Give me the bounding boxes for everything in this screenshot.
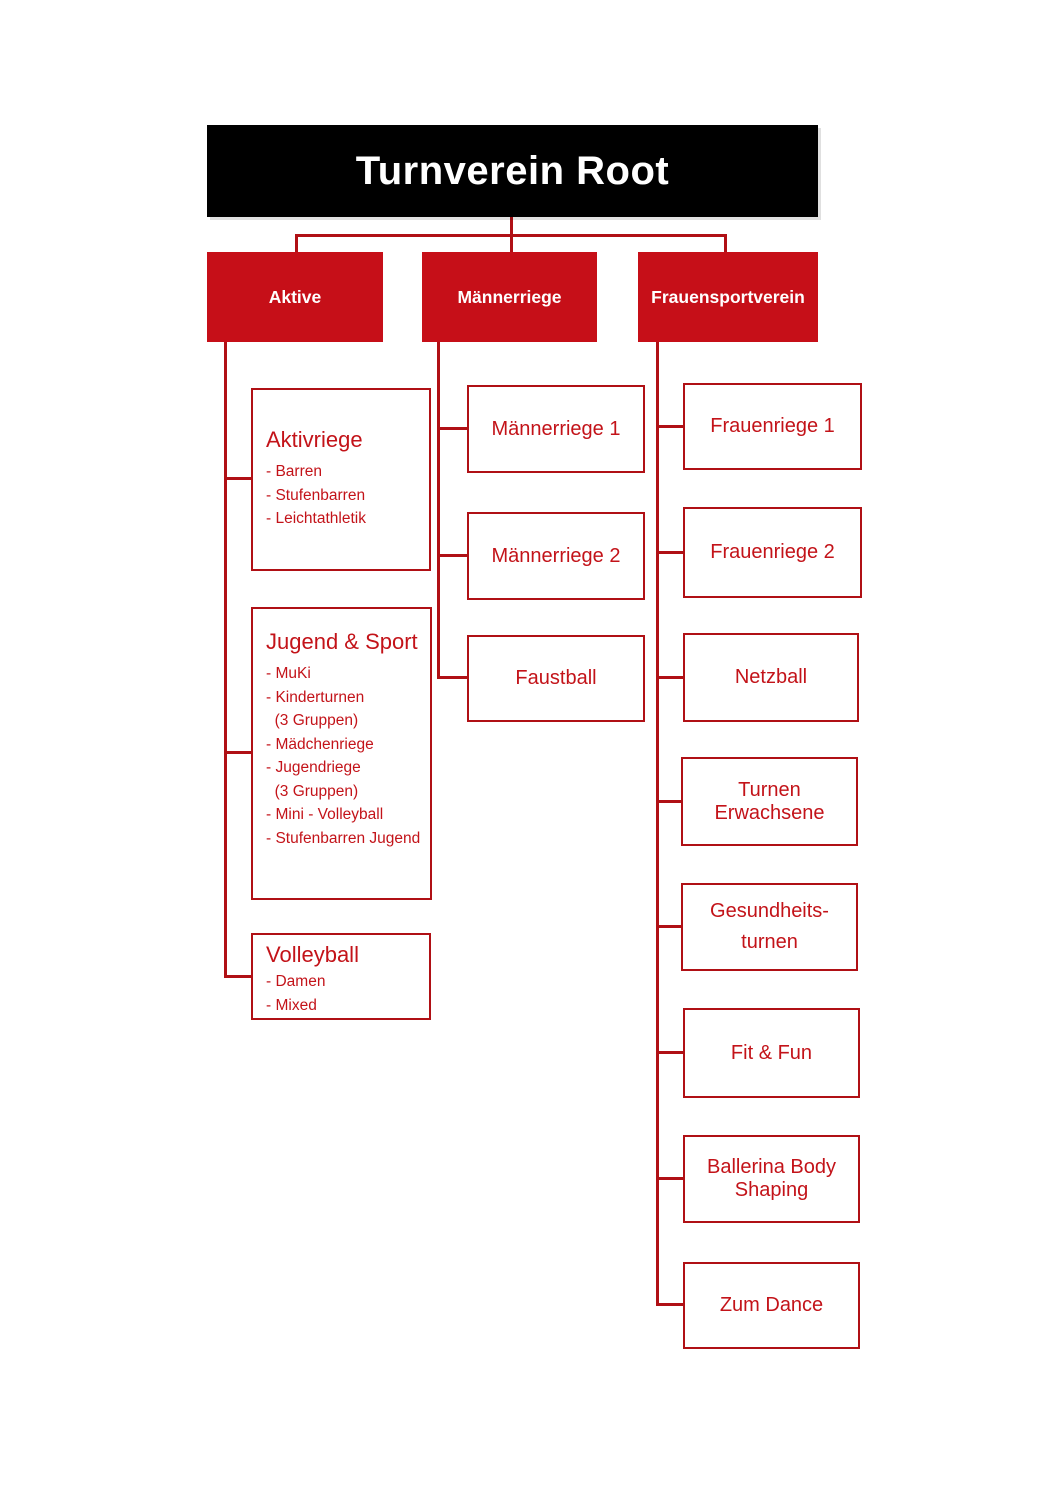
connector-drop-aktive <box>295 234 298 252</box>
node-aktivriege: Aktivriege - Barren - Stufenbarren - Lei… <box>251 388 431 571</box>
node-volleyball-title: Volleyball <box>266 942 359 967</box>
node-aktivriege-items: - Barren - Stufenbarren - Leichtathletik <box>266 463 366 527</box>
node-netzball-label: Netzball <box>734 666 808 688</box>
connector-spine-maennerriege <box>437 342 440 679</box>
node-turnen-erwachsene: Turnen Erwachsene <box>681 757 858 846</box>
connector-stub-frauenriege-2 <box>656 551 683 554</box>
connector-stub-maennerriege-1 <box>437 427 467 430</box>
root-node: Turnverein Root <box>207 125 818 217</box>
node-ballerina-body-shaping-label: Ballerina Body Shaping <box>707 1156 836 1201</box>
node-gesundheitsturnen: Gesundheits- turnen <box>681 883 858 971</box>
node-fit-fun: Fit & Fun <box>683 1008 860 1098</box>
connector-stub-aktivriege <box>224 477 251 480</box>
connector-drop-maennerriege <box>510 234 513 252</box>
node-jugend-sport-items: - MuKi - Kinderturnen (3 Gruppen) - Mädc… <box>266 665 421 847</box>
connector-stub-jugend-sport <box>224 751 251 754</box>
connector-stub-turnen-erwachsene <box>656 800 683 803</box>
connector-stub-gesundheitsturnen <box>656 925 683 928</box>
node-fit-fun-label: Fit & Fun <box>730 1041 813 1064</box>
node-frauenriege-2: Frauenriege 2 <box>683 507 862 598</box>
branch-maennerriege: Männerriege <box>422 252 597 342</box>
connector-stub-zum-dance <box>656 1303 683 1306</box>
node-netzball: Netzball <box>683 633 859 722</box>
node-volleyball-items: - Damen - Mixed <box>266 973 326 1014</box>
connector-spine-frauensportverein <box>656 342 659 1306</box>
connector-stub-maennerriege-2 <box>437 554 467 557</box>
node-maennerriege-1: Männerriege 1 <box>467 385 645 473</box>
node-maennerriege-1-label: Männerriege 1 <box>491 417 621 440</box>
node-faustball-label: Faustball <box>515 667 597 689</box>
node-maennerriege-2: Männerriege 2 <box>467 512 645 600</box>
node-frauenriege-1-label: Frauenriege 1 <box>710 415 835 437</box>
branch-maennerriege-label: Männerriege <box>457 286 562 307</box>
branch-frauensportverein-label: Frauensportverein <box>651 286 805 307</box>
connector-drop-frauensportverein <box>724 234 727 252</box>
node-faustball: Faustball <box>467 635 645 722</box>
node-jugend-sport-title: Jugend & Sport <box>266 629 418 654</box>
node-volleyball: Volleyball - Damen - Mixed <box>251 933 431 1020</box>
branch-aktive: Aktive <box>207 252 383 342</box>
node-turnen-erwachsene-label: Turnen Erwachsene <box>714 778 825 824</box>
node-zum-dance: Zum Dance <box>683 1262 860 1349</box>
connector-stub-netzball <box>656 676 683 679</box>
root-node-label: Turnverein Root <box>355 148 670 193</box>
branch-frauensportverein: Frauensportverein <box>638 252 818 342</box>
node-ballerina-body-shaping: Ballerina Body Shaping <box>683 1135 860 1223</box>
connector-title-drop <box>510 217 513 234</box>
node-jugend-sport: Jugend & Sport - MuKi - Kinderturnen (3 … <box>251 607 432 900</box>
connector-stub-fit-fun <box>656 1051 683 1054</box>
node-frauenriege-2-label: Frauenriege 2 <box>710 541 835 563</box>
node-frauenriege-1: Frauenriege 1 <box>683 383 862 470</box>
node-aktivriege-title: Aktivriege <box>266 427 363 452</box>
node-gesundheitsturnen-label: Gesundheits- turnen <box>710 900 829 953</box>
connector-stub-volleyball <box>224 975 251 978</box>
connector-stub-ballerina-body-shaping <box>656 1177 683 1180</box>
branch-aktive-label: Aktive <box>268 286 322 307</box>
node-zum-dance-label: Zum Dance <box>719 1294 824 1316</box>
connector-stub-faustball <box>437 676 467 679</box>
connector-stub-frauenriege-1 <box>656 425 683 428</box>
node-maennerriege-2-label: Männerriege 2 <box>491 544 621 567</box>
connector-spine-aktive <box>224 342 227 978</box>
